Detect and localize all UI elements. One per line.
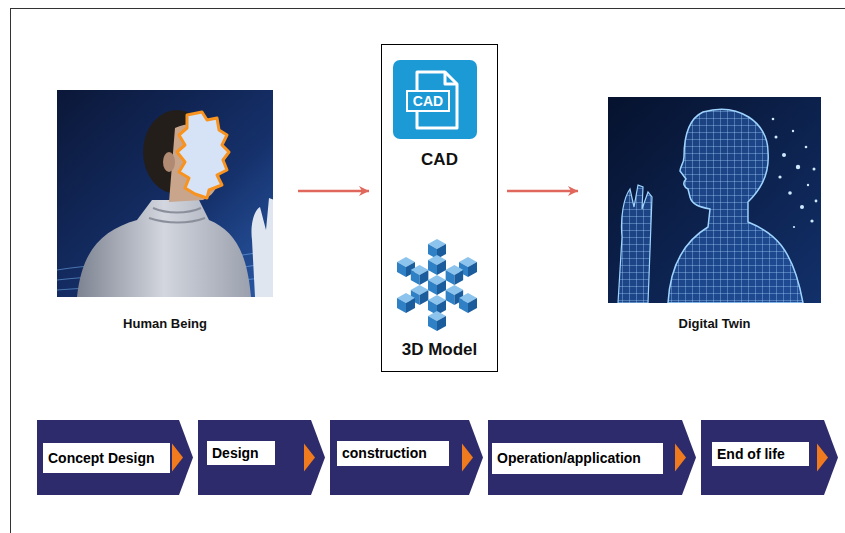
stage-label: construction: [337, 441, 449, 466]
image-panel: Digital Twin: [608, 97, 821, 332]
page-frame: [10, 8, 845, 9]
human-illustration: [251, 198, 273, 297]
digital-twin-illustration: [608, 97, 821, 303]
human-illustration: [149, 218, 205, 223]
digital-twin-illustration: [668, 109, 803, 303]
stage-chevron: Operation/application: [488, 420, 696, 495]
chevron-marker: [172, 444, 183, 472]
image-panel: Human Being: [57, 90, 273, 332]
stage-chevron: construction: [330, 420, 483, 495]
tool-label: CAD: [382, 150, 497, 170]
digital-twin-illustration: [618, 185, 652, 303]
stage-chevron: End of life: [701, 420, 838, 495]
cube-cluster-icon: [428, 311, 446, 331]
cube-cluster-icon: [428, 275, 446, 295]
digital-twin-illustration: [807, 184, 809, 186]
flow-arrow: [298, 190, 369, 193]
chevron-shape: [701, 420, 838, 495]
digital-twin-illustration: [775, 136, 778, 139]
digital-twin-illustration: [805, 146, 808, 149]
digital-twin-illustration: [800, 205, 804, 209]
chevron-shape: [330, 420, 483, 495]
digital-twin-illustration: [810, 219, 813, 222]
digital-twin-illustration: [608, 97, 821, 303]
cube-cluster-icon: [428, 255, 446, 275]
chevron-shape: [37, 420, 193, 495]
digital-twin-illustration: [778, 175, 781, 178]
chevron-marker: [462, 444, 473, 472]
cube-cluster-icon: [445, 265, 463, 285]
digital-twin-illustration: [815, 200, 818, 203]
human-illustration: [163, 152, 175, 172]
cad-icon: [393, 60, 477, 139]
human-illustration: [57, 90, 273, 297]
icon-label: CAD: [407, 91, 449, 111]
tool-label: 3D Model: [382, 340, 497, 360]
image-caption: Human Being: [123, 316, 207, 332]
page-frame: [10, 8, 845, 533]
cad-icon: [393, 60, 477, 139]
stage-chevron: Concept Design: [37, 420, 193, 495]
cad-icon: [407, 91, 449, 111]
digital-twin-illustration: [608, 97, 821, 303]
stage-label: End of life: [712, 442, 809, 466]
chevron-marker: [304, 444, 315, 472]
chevron-shape: [488, 420, 696, 495]
human-illustration: [153, 208, 201, 213]
digital-twin-illustration: [788, 191, 792, 195]
flow-arrow: [507, 190, 578, 193]
stage-label: Operation/application: [492, 443, 663, 474]
cube-cluster-icon: [397, 239, 477, 331]
digital-twin-illustration: [772, 118, 775, 121]
chevron-marker: [675, 444, 686, 472]
human-illustration: [57, 90, 273, 297]
cube-cluster-icon: [390, 238, 485, 333]
digital-twin-illustration: [792, 130, 794, 132]
cube-cluster-icon: [397, 293, 415, 313]
chevron-marker: [817, 444, 828, 472]
chevron-shape: [198, 420, 325, 495]
stage-label: Design: [207, 441, 275, 465]
stage-label: Concept Design: [43, 443, 170, 473]
human-illustration: [57, 90, 273, 297]
stage-chevron: Design: [198, 420, 325, 495]
human-illustration: [77, 200, 251, 297]
digital-twin-illustration: [793, 226, 795, 228]
digital-twin-illustration: [813, 168, 816, 171]
image-caption: Digital Twin: [679, 316, 751, 332]
cube-cluster-icon: [411, 265, 429, 285]
digital-twin-illustration: [796, 165, 800, 169]
cube-cluster-icon: [459, 293, 477, 313]
digital-twin-illustration: [782, 153, 786, 157]
human-illustration: [177, 112, 229, 198]
cad-icon: [445, 72, 457, 84]
page-frame: [10, 8, 11, 533]
